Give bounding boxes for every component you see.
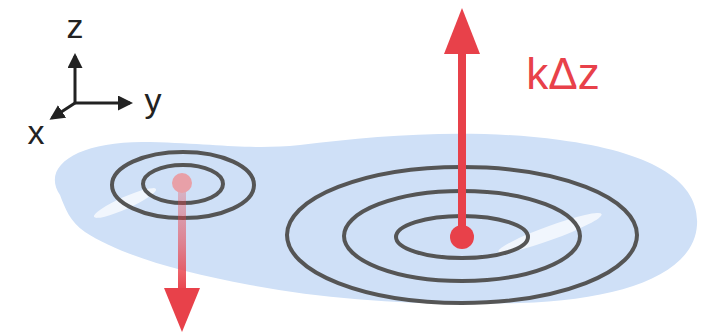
membrane [55,134,697,304]
axes [52,56,130,118]
axis-label: y [145,83,162,117]
axis-label: z [67,9,84,43]
up-arrow [444,8,480,249]
quantity-label: kΔz [526,52,599,96]
down-arrow [164,173,200,332]
axis-label: x [28,115,45,149]
